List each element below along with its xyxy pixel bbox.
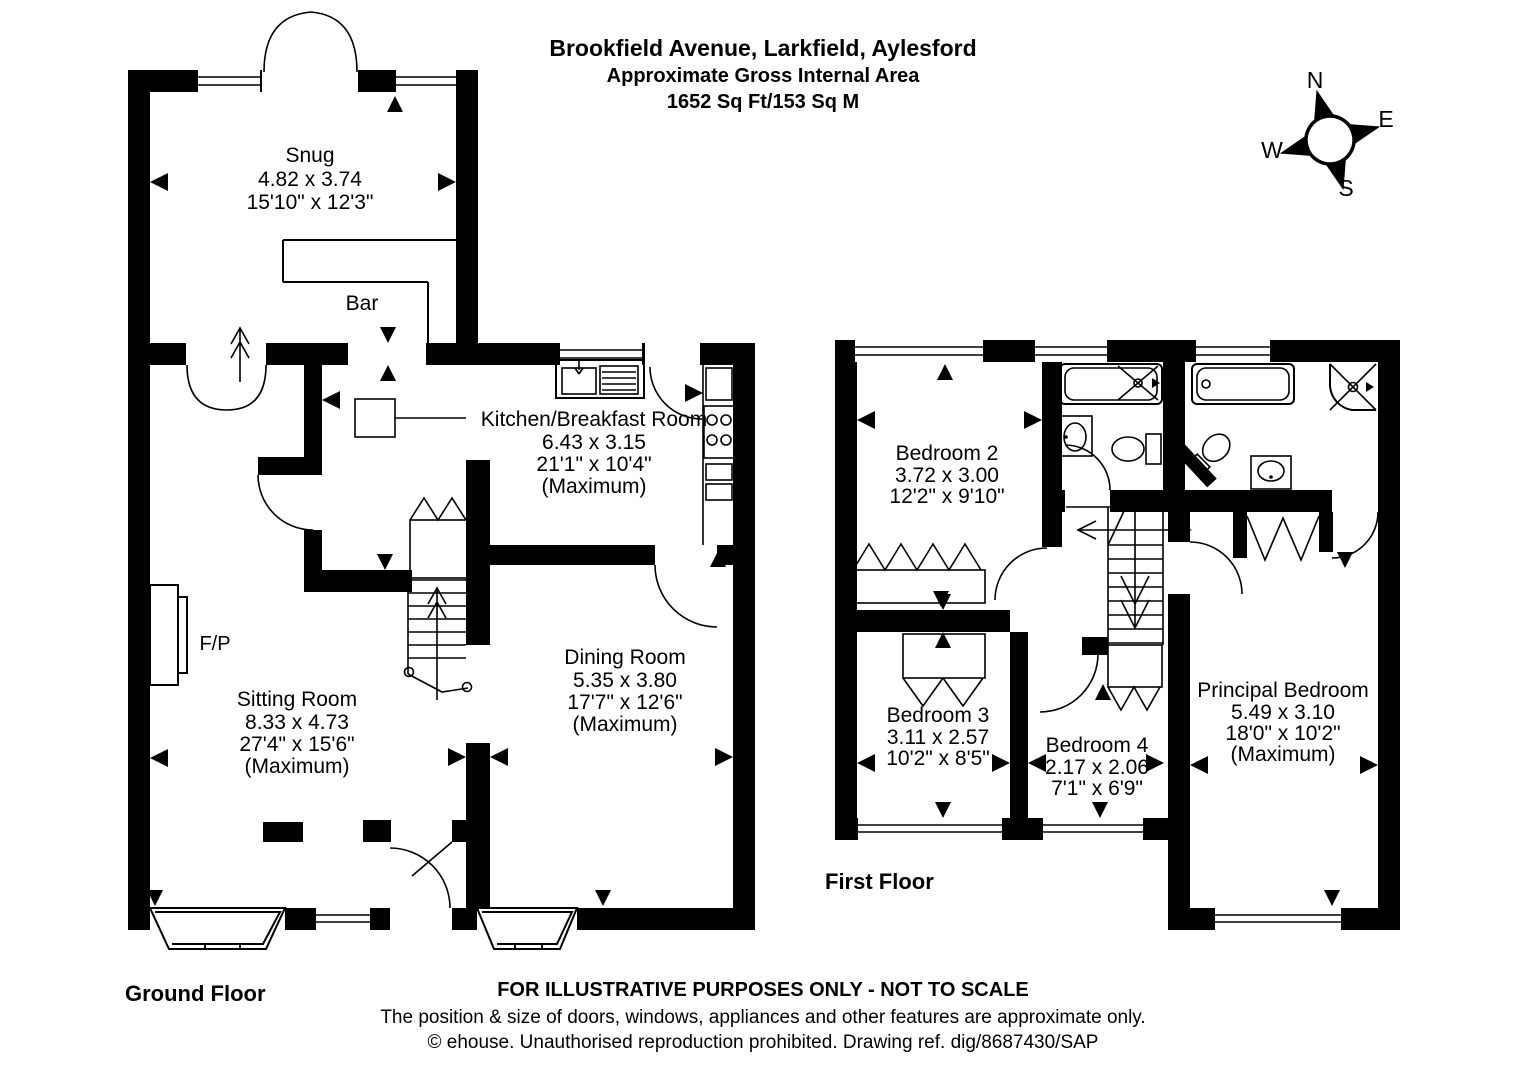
bath-icon [1059, 363, 1295, 405]
french-doors-icon [263, 11, 358, 73]
double-door-icon [186, 326, 267, 411]
room-dims-sitting-metric: 8.33 x 4.73 [245, 711, 349, 734]
door-arc-icon [257, 366, 718, 909]
understairs-cupboard-icon [409, 496, 468, 579]
compass-n-label: N [1307, 67, 1324, 93]
ground-floor-labels: Snug 4.82 x 3.74 15'10" x 12'3" Bar Kitc… [125, 144, 707, 1006]
room-note-dining: (Maximum) [573, 713, 678, 736]
footer: FOR ILLUSTRATIVE PURPOSES ONLY - NOT TO … [380, 979, 1145, 1053]
toilet-icon [1111, 433, 1231, 478]
room-dims-snug-metric: 4.82 x 3.74 [258, 168, 362, 191]
room-dims-principal-imperial: 18'0" x 10'2" [1225, 722, 1340, 745]
room-label-bedroom4: Bedroom 4 [1046, 734, 1149, 757]
header: Brookfield Avenue, Larkfield, Aylesford … [549, 35, 976, 113]
room-dims-kitchen-imperial: 21'1" x 10'4" [536, 453, 651, 476]
first-floor-plan: Bedroom 2 3.72 x 3.00 12'2" x 9'10" Bedr… [825, 340, 1400, 930]
stairs-up-icon [403, 579, 473, 700]
header-area: 1652 Sq Ft/153 Sq M [667, 91, 859, 113]
measure-arrow-icon [147, 96, 733, 906]
room-dims-bedroom4-metric: 2.17 x 2.06 [1045, 756, 1149, 779]
bar-label: Bar [346, 292, 379, 315]
first-floor-label: First Floor [825, 869, 934, 894]
room-note-kitchen: (Maximum) [542, 475, 647, 498]
ground-floor-walls [128, 70, 755, 930]
room-label-sitting: Sitting Room [237, 688, 357, 711]
compass-w-label: W [1261, 137, 1283, 163]
worktop [354, 398, 466, 438]
room-label-kitchen: Kitchen/Breakfast Room [481, 408, 707, 431]
chimney-pier [263, 822, 303, 842]
room-dims-dining-metric: 5.35 x 3.80 [573, 669, 677, 692]
first-floor-openings [855, 340, 1378, 930]
cooker-hob-icon [702, 365, 735, 545]
page-title: Brookfield Avenue, Larkfield, Aylesford [549, 35, 976, 61]
fireplace-icon [149, 584, 188, 686]
window-icon [855, 346, 1341, 923]
footer-note: The position & size of doors, windows, a… [380, 1007, 1145, 1028]
room-dims-bedroom3-imperial: 10'2" x 8'5" [886, 747, 990, 770]
bay-window-icon [148, 907, 579, 950]
sink-icon [1058, 415, 1292, 490]
bar-counter [282, 239, 456, 343]
room-label-bedroom3: Bedroom 3 [887, 704, 990, 727]
ground-floor-label: Ground Floor [125, 981, 266, 1006]
shower-icon [1329, 363, 1377, 411]
room-dims-bedroom3-metric: 3.11 x 2.57 [887, 726, 989, 749]
room-dims-bedroom4-imperial: 7'1" x 6'9" [1051, 777, 1143, 800]
room-dims-kitchen-metric: 6.43 x 3.15 [542, 431, 646, 454]
stairs-down-icon [1066, 506, 1192, 645]
room-note-sitting: (Maximum) [245, 755, 350, 778]
room-dims-principal-metric: 5.49 x 3.10 [1231, 701, 1335, 724]
room-dims-bedroom2-imperial: 12'2" x 9'10" [889, 485, 1004, 508]
room-dims-bedroom2-metric: 3.72 x 3.00 [895, 464, 999, 487]
footer-disclaimer: FOR ILLUSTRATIVE PURPOSES ONLY - NOT TO … [497, 979, 1029, 1001]
ground-floor-plan: Snug 4.82 x 3.74 15'10" x 12'3" Bar Kitc… [125, 11, 755, 1006]
compass-icon: N E W S [1261, 67, 1394, 201]
header-subtitle: Approximate Gross Internal Area [607, 65, 921, 87]
room-dims-dining-imperial: 17'7" x 12'6" [567, 691, 682, 714]
compass-e-label: E [1378, 106, 1393, 132]
measure-arrow-icon [857, 364, 1378, 906]
room-label-bedroom2: Bedroom 2 [896, 442, 999, 465]
first-floor-walls [835, 340, 1400, 930]
compass-s-label: S [1338, 175, 1353, 201]
fireplace-label: F/P [199, 633, 230, 655]
room-note-principal: (Maximum) [1231, 743, 1336, 766]
room-label-snug: Snug [285, 144, 334, 167]
footer-copyright: © ehouse. Unauthorised reproduction proh… [428, 1032, 1099, 1053]
wardrobe-icon [852, 515, 1320, 712]
room-dims-sitting-imperial: 27'4" x 15'6" [239, 733, 354, 756]
room-label-principal: Principal Bedroom [1197, 679, 1369, 702]
room-dims-snug-imperial: 15'10" x 12'3" [247, 191, 374, 214]
first-floor-labels: Bedroom 2 3.72 x 3.00 12'2" x 9'10" Bedr… [825, 442, 1369, 894]
window-icon [198, 76, 642, 923]
kitchen-sink-icon [555, 359, 645, 399]
room-label-dining: Dining Room [564, 646, 685, 669]
